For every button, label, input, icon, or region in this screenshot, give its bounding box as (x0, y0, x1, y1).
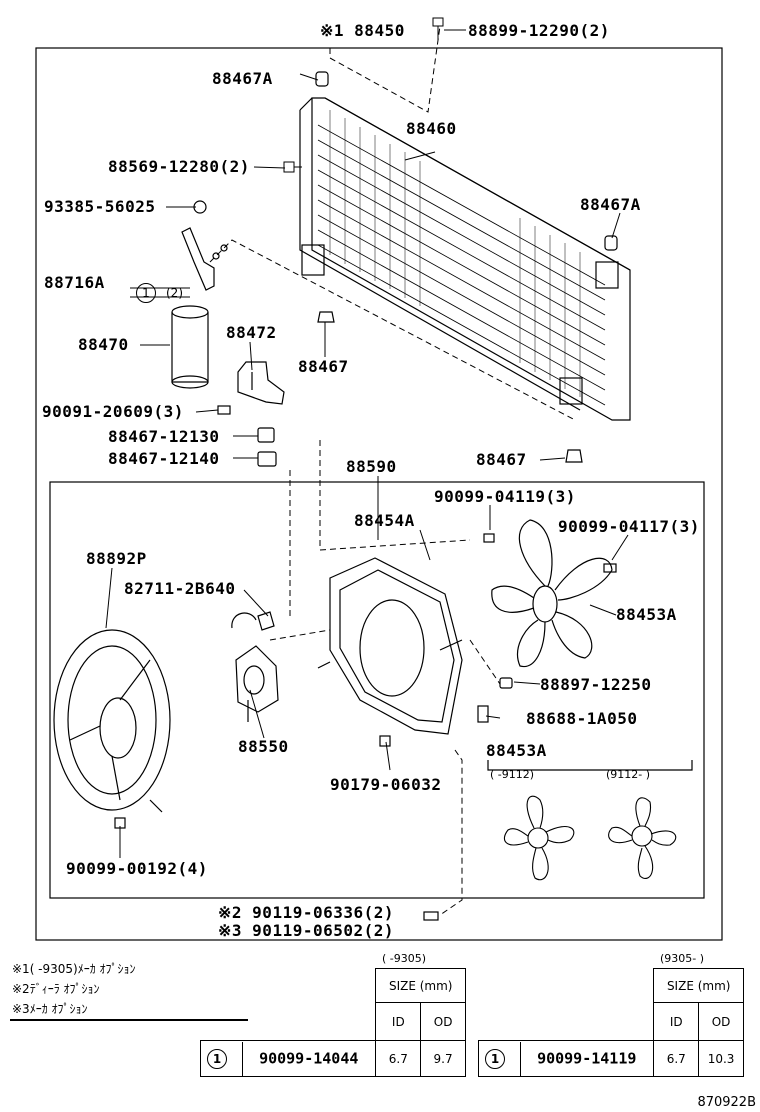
label-88569-12280: 88569-12280(2) (108, 157, 250, 176)
table2-id-header: ID (653, 1002, 700, 1041)
label-82711-2B640: 82711-2B640 (124, 579, 236, 598)
fan-assembly-frame (49, 481, 705, 899)
label-90179-06032: 90179-06032 (330, 775, 442, 794)
table2-size-header: SIZE (mm) (653, 968, 744, 1003)
fan-shroud-88454A (317, 557, 463, 735)
note-2: ※2ﾃﾞｨｰﾗ ｵﾌﾟｼｮﾝ (12, 982, 100, 996)
table1-od-header: OD (420, 1002, 466, 1041)
clip-88688 (477, 705, 489, 723)
label-93385-56025: 93385-56025 (44, 197, 156, 216)
label-88453A-variants: 88453A (486, 741, 547, 760)
label-88550: 88550 (238, 737, 289, 756)
label-88454A: 88454A (354, 511, 415, 530)
outer-frame (35, 47, 723, 941)
table2-part-row: 1 90099-14119 (477, 1040, 655, 1077)
table1-id-header: ID (375, 1002, 422, 1041)
grommet-88467A-top (315, 71, 329, 87)
label-88450: ※1 88450 (320, 21, 405, 40)
motor-88550 (231, 612, 279, 722)
condenser-88460 (299, 97, 631, 421)
label-90119-06502: ※3 90119-06502(2) (218, 921, 395, 940)
label-88897-12250: 88897-12250 (540, 675, 652, 694)
fan-88453A (491, 519, 613, 668)
bolt-90091 (217, 405, 231, 415)
table2-od-value: 10.3 (698, 1040, 744, 1077)
cushion-88467-12140 (257, 451, 277, 467)
shroud-88892P (53, 629, 171, 813)
label-88467-12130: 88467-12130 (108, 427, 220, 446)
bolt-90179 (379, 735, 391, 747)
table1-part-row: 1 90099-14044 (199, 1040, 377, 1077)
bolt-90119 (423, 911, 439, 921)
label-88472: 88472 (226, 323, 277, 342)
receiver-88470 (171, 305, 209, 389)
label-88467A-right: 88467A (580, 195, 641, 214)
table2-circle: 1 (485, 1049, 505, 1069)
label-range-a: ( -9112) (490, 768, 535, 781)
pipe-88716A (181, 227, 215, 291)
bracket-88472 (237, 361, 285, 405)
table2-id-value: 6.7 (653, 1040, 700, 1077)
label-88467A-top: 88467A (212, 69, 273, 88)
label-90099-04117: 90099-04117(3) (558, 517, 700, 536)
note-3: ※3ﾒｰｶ ｵﾌﾟｼｮﾝ (12, 1002, 88, 1016)
cushion-88467-12130 (257, 427, 275, 443)
label-90119-06336: ※2 90119-06336(2) (218, 903, 395, 922)
table2-range: (9305- ) (660, 952, 705, 965)
label-88467-right: 88467 (476, 450, 527, 469)
diagram-code: 870922B (697, 1095, 756, 1110)
label-88467-12140: 88467-12140 (108, 449, 220, 468)
bolt-90099-00192 (114, 817, 126, 829)
table1-part-number: 90099-14044 (259, 1049, 359, 1067)
table1-size-header: SIZE (mm) (375, 968, 466, 1003)
label-88460: 88460 (406, 119, 457, 138)
table1-od-value: 9.7 (420, 1040, 466, 1077)
table2-od-header: OD (698, 1002, 744, 1041)
table1-range: ( -9305) (382, 952, 427, 965)
label-88899-12290: 88899-12290(2) (468, 21, 610, 40)
grommet-88467A-right (604, 235, 618, 251)
table2-part-number: 90099-14119 (537, 1049, 637, 1067)
label-88716A-qty: (2) (166, 286, 183, 300)
bolt-88569 (283, 161, 302, 173)
label-88590: 88590 (346, 457, 397, 476)
fan-variant-b (608, 797, 677, 879)
nut-88897 (499, 677, 513, 689)
label-90099-00192: 90099-00192(4) (66, 859, 208, 878)
label-88453A-main: 88453A (616, 605, 677, 624)
label-90099-04119: 90099-04119(3) (434, 487, 576, 506)
note-1: ※1( -9305)ﾒｰｶ ｵﾌﾟｼｮﾝ (12, 962, 136, 976)
fan-variant-bracket (487, 760, 693, 771)
size-table-1: SIZE (mm) ID OD 1 90099-14044 6.7 9.7 (199, 968, 466, 1077)
bolt-90099-04117 (603, 563, 617, 573)
table1-id-value: 6.7 (375, 1040, 422, 1077)
label-range-b: (9112- ) (606, 768, 651, 781)
label-90091-20609: 90091-20609(3) (42, 402, 184, 421)
table1-circle: 1 (207, 1049, 227, 1069)
label-88716A: 88716A (44, 273, 105, 292)
label-88716A-circle: 1 (136, 283, 156, 303)
fan-variant-a (503, 795, 575, 881)
label-88467-mid: 88467 (298, 357, 349, 376)
bolt-88899 (432, 17, 444, 40)
label-88892P: 88892P (86, 549, 147, 568)
wire-82711 (257, 611, 275, 631)
label-88688-1A050: 88688-1A050 (526, 709, 638, 728)
bolt-90099-04119 (483, 533, 495, 543)
grommet-88467-right (565, 449, 583, 463)
grommet-88467-mid (317, 311, 335, 323)
label-88470: 88470 (78, 335, 129, 354)
o-ring-93385 (193, 200, 207, 214)
size-table-2: SIZE (mm) ID OD 1 90099-14119 6.7 10.3 (477, 968, 744, 1077)
